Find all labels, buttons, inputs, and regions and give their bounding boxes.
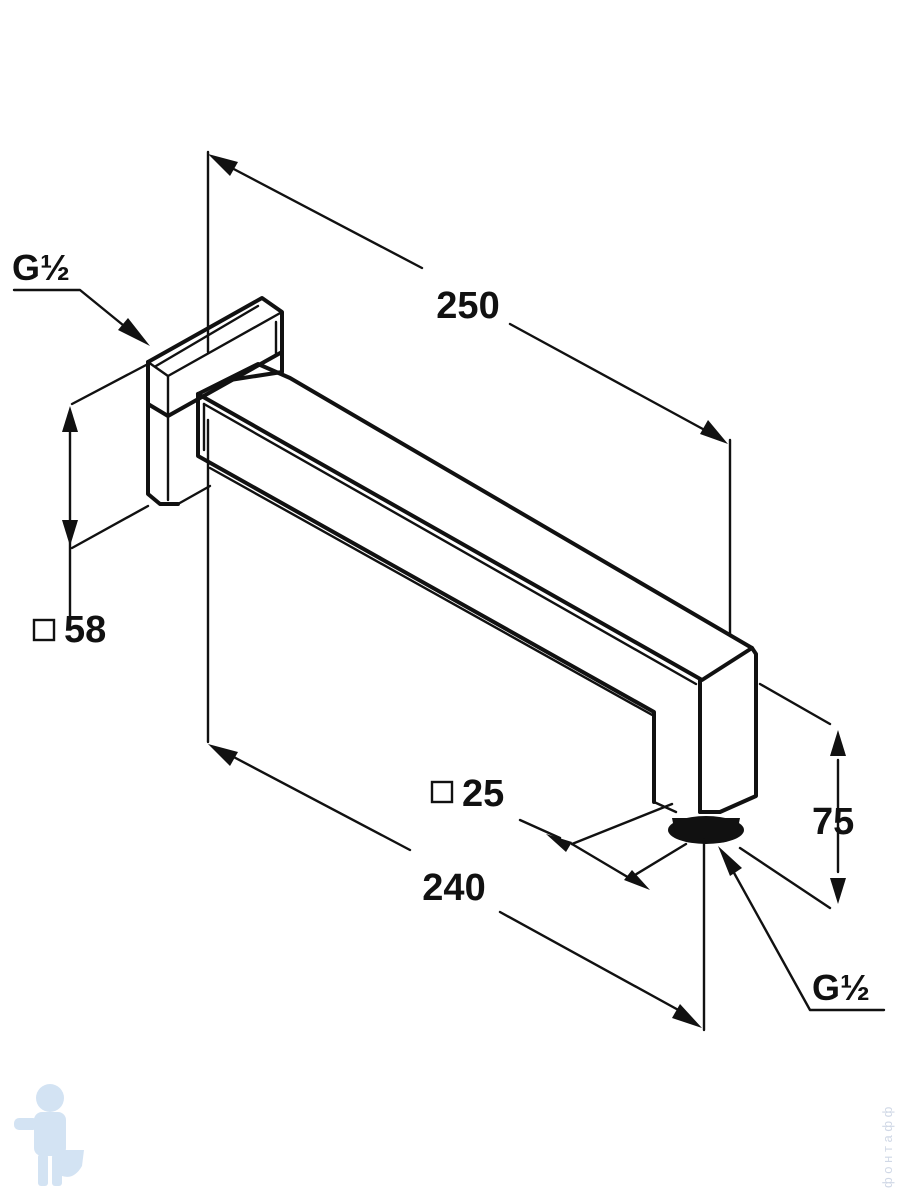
square-symbol-icon [32,618,56,642]
plumber-figure-icon [14,1084,84,1186]
shower-arm-body [196,362,758,814]
dimension-250-label: 250 [436,285,499,327]
dimension-25: 25 [430,773,688,890]
dimension-25-label: 25 [462,773,504,815]
dimension-58-label: 58 [64,609,106,651]
dimension-75-label: 75 [812,801,854,843]
watermark-text: ф о н т а ф ф [880,1106,895,1188]
outlet-thread-callout: G½ [718,846,886,1012]
dimension-240: 240 [206,418,706,1032]
square-symbol-icon [430,780,454,804]
dimension-75: 75 [738,682,854,910]
dimension-250: 250 [206,150,732,638]
wall-plate [146,296,284,506]
dimension-58: 58 [32,362,150,651]
inlet-thread-callout: G½ [12,247,150,346]
outlet-thread-label: G½ [812,967,870,1008]
inlet-thread-label: G½ [12,247,70,288]
dimension-240-label: 240 [422,867,485,909]
outlet-nozzle [668,816,744,844]
